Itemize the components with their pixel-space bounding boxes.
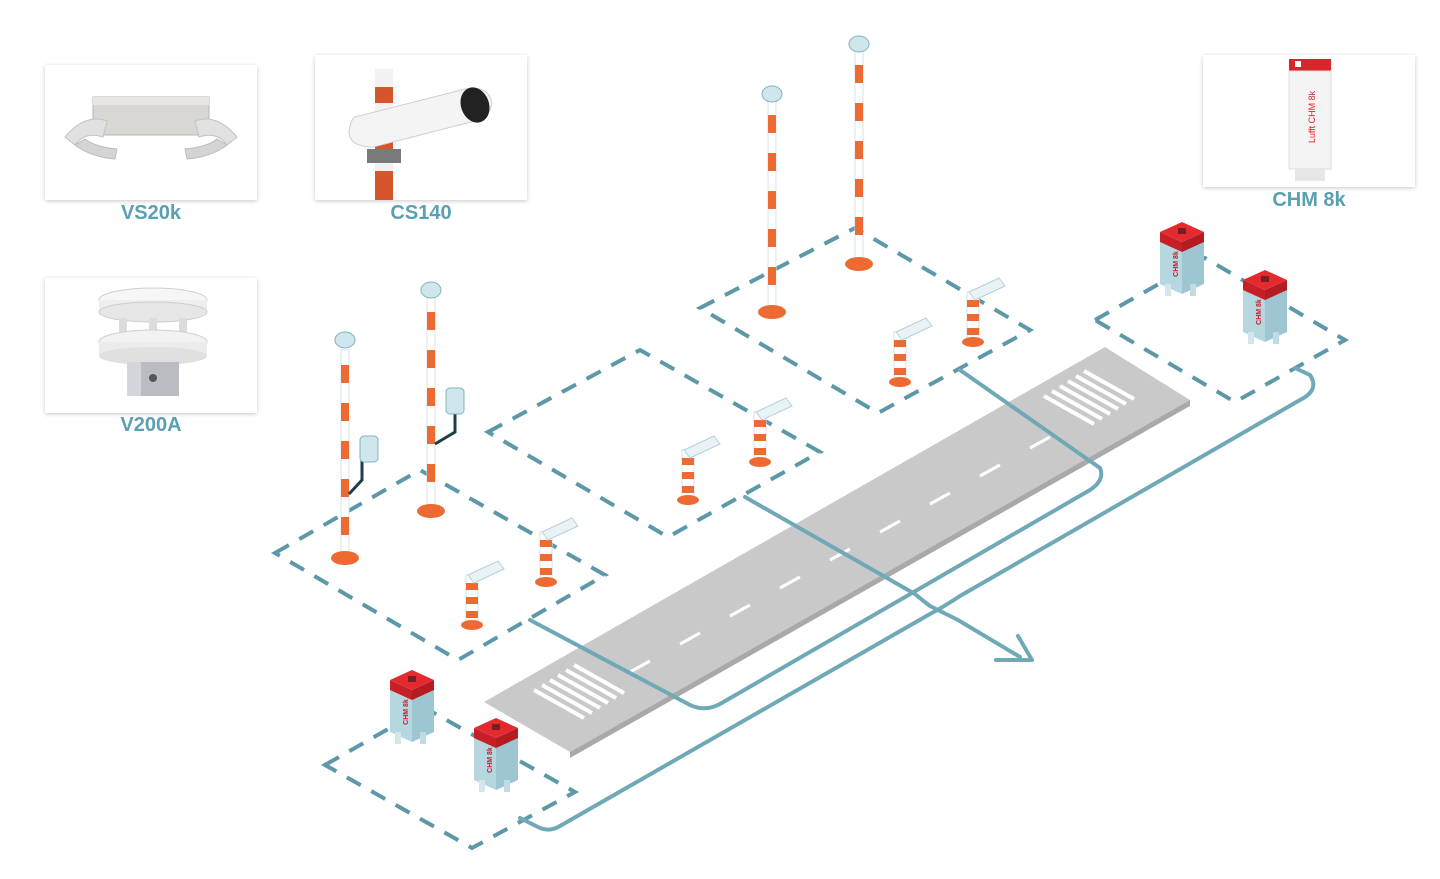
zone-north-sensors (695, 225, 1035, 416)
ceilometer-east-2-label: CHM 8k (1256, 299, 1263, 325)
product-card-v200a (45, 278, 257, 413)
sensor-post-m1 (676, 435, 721, 506)
threshold-markings-east (1043, 369, 1135, 426)
ceilometer-west-2-label: CHM 8k (487, 747, 494, 773)
wind-mast-north-1 (758, 85, 786, 319)
product-label-vs20k: VS20k (120, 202, 182, 224)
sensor-post-w1 (460, 560, 505, 631)
sensor-post-w2 (534, 517, 579, 588)
product-card-cs140 (315, 55, 527, 200)
ceilometer-west-1-label: CHM 8k (403, 699, 410, 725)
product-label-v200a: V200A (120, 414, 182, 436)
wind-mast-west-1 (331, 331, 379, 565)
ceilometer-east-2 (1243, 270, 1287, 344)
visibility-sensor-icon (64, 96, 238, 160)
chm8k-device-label: Lufft CHM 8k (1307, 90, 1317, 143)
zone-west-ceilometers (320, 705, 580, 851)
ceilometer-icon: Lufft CHM 8k (1288, 59, 1332, 181)
ultrasonic-wind-sensor-icon (98, 287, 208, 396)
runway-centerline (629, 435, 1051, 674)
product-label-chm8k: CHM 8k (1272, 189, 1346, 211)
wind-mast-north-2 (845, 35, 873, 271)
zone-mid-sensors (483, 347, 825, 540)
ceilometer-west-2 (474, 718, 518, 792)
output-arrow (994, 634, 1034, 662)
product-card-chm8k: Lufft CHM 8k (1203, 55, 1415, 187)
product-card-vs20k (45, 65, 257, 200)
product-label-cs140: CS140 (390, 202, 452, 224)
data-cables (518, 366, 1316, 832)
present-weather-sensor-icon (348, 69, 493, 200)
ceilometer-east-1-label: CHM 8k (1173, 251, 1180, 277)
ceilometer-east-1 (1160, 222, 1204, 296)
threshold-markings-west (533, 663, 625, 720)
sensor-post-n1 (888, 317, 933, 388)
wind-mast-west-2 (417, 281, 465, 518)
ceilometer-west-1 (390, 670, 434, 744)
zone-west-sensors (271, 467, 610, 663)
